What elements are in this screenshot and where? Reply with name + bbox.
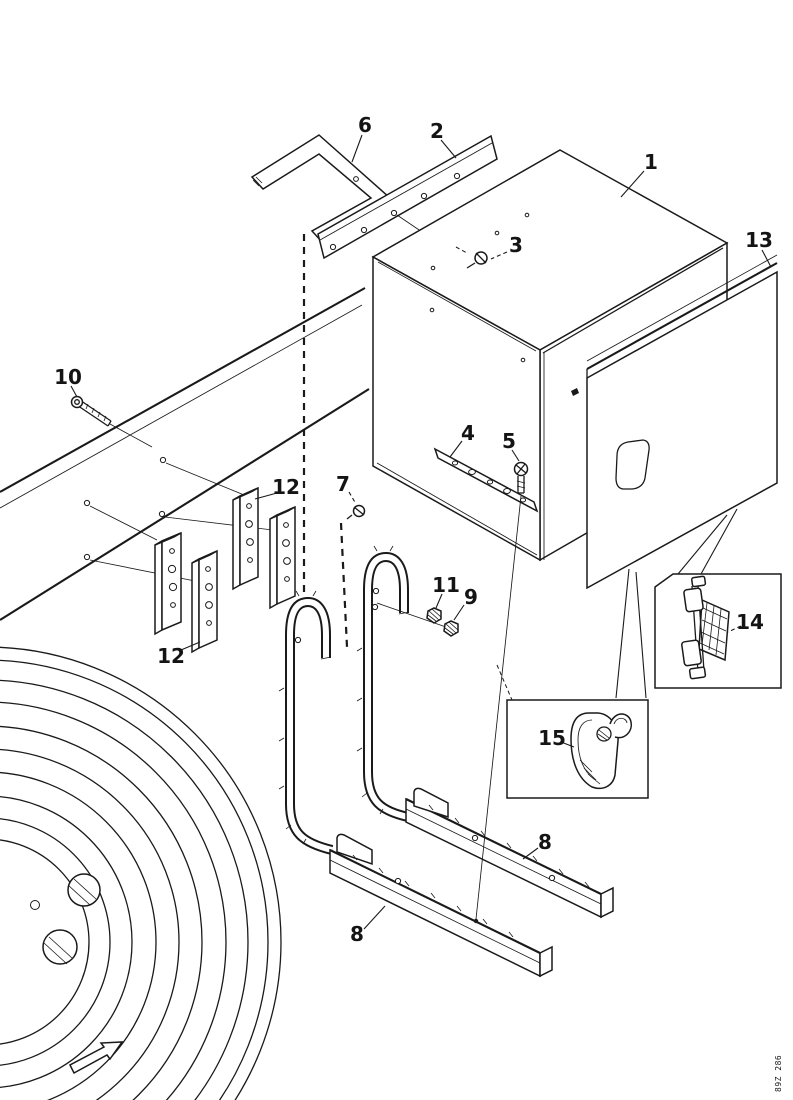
part-leader-13-3 bbox=[761, 249, 772, 268]
part-leader-12-12 bbox=[180, 641, 201, 651]
hinge-part bbox=[681, 575, 730, 680]
part-label-10-5: 10 bbox=[54, 365, 82, 389]
door-hinge-mark bbox=[571, 388, 579, 396]
alignment-line bbox=[475, 495, 522, 920]
latch-part bbox=[570, 712, 633, 790]
toolbox-door bbox=[571, 254, 778, 699]
part-leader-15-14 bbox=[560, 741, 575, 748]
part-leader-9-11 bbox=[453, 604, 465, 621]
wheel bbox=[0, 646, 282, 1100]
part-label-7-9: 7 bbox=[336, 472, 350, 496]
alignment-dashed-line bbox=[339, 522, 349, 648]
nut-9 bbox=[443, 620, 459, 637]
screw-3 bbox=[455, 246, 488, 269]
part-leader-10-5 bbox=[70, 385, 78, 398]
wheel-lug-hole bbox=[42, 929, 78, 965]
spacer-strips bbox=[154, 486, 296, 654]
part-leader-1-2 bbox=[620, 170, 645, 198]
part-label-9-11: 9 bbox=[464, 585, 478, 609]
mount-bolt bbox=[70, 395, 153, 448]
part-label-14-13: 14 bbox=[736, 610, 764, 634]
door-hand-cutout bbox=[615, 439, 650, 490]
part-label-12-8: 12 bbox=[272, 475, 300, 499]
part-leader-5-7 bbox=[511, 449, 520, 462]
part-label-3-4: 3 bbox=[509, 233, 523, 257]
nut-11 bbox=[426, 607, 442, 624]
part-label-6-0: 6 bbox=[358, 113, 372, 137]
part-leader-3-4 bbox=[490, 251, 508, 260]
hinge-detail-inset bbox=[654, 573, 782, 689]
support-channel-front bbox=[329, 833, 553, 978]
part-label-15-14: 15 bbox=[538, 726, 566, 750]
part-label-1-2: 1 bbox=[644, 150, 658, 174]
latch-detail-inset bbox=[506, 699, 649, 799]
alignment-point bbox=[473, 918, 479, 924]
part-label-4-6: 4 bbox=[461, 421, 475, 445]
part-label-8-16: 8 bbox=[350, 922, 364, 946]
direction-arrow-icon bbox=[69, 1041, 124, 1075]
part-label-5-7: 5 bbox=[502, 429, 516, 453]
mount-strip bbox=[433, 447, 539, 513]
part-label-2-1: 2 bbox=[430, 119, 444, 143]
figure-code: 89Z 286 bbox=[774, 1055, 783, 1092]
part-leader-14-13 bbox=[727, 625, 742, 633]
support-bracket-rear bbox=[356, 545, 410, 822]
wheel-small-hole bbox=[30, 900, 40, 910]
part-leader-8-15 bbox=[522, 847, 539, 860]
screw-5 bbox=[513, 461, 529, 494]
part-label-13-3: 13 bbox=[745, 228, 773, 252]
support-channel-rear bbox=[405, 787, 614, 919]
part-leader-6-0 bbox=[351, 134, 363, 163]
part-leader-8-16 bbox=[363, 905, 386, 930]
support-bracket-front bbox=[278, 590, 334, 855]
mounting-bar bbox=[317, 134, 498, 260]
part-label-8-15: 8 bbox=[538, 830, 552, 854]
frame-rail bbox=[0, 287, 370, 621]
part-leader-12-8 bbox=[254, 492, 278, 500]
part-label-12-12: 12 bbox=[157, 644, 185, 668]
screw-7 bbox=[346, 504, 366, 520]
part-leader-2-1 bbox=[440, 139, 457, 159]
part-leader-7-9 bbox=[348, 491, 357, 505]
part-leader-11-10 bbox=[435, 593, 443, 609]
wheel-lug-hole bbox=[67, 873, 101, 907]
part-label-11-10: 11 bbox=[432, 573, 460, 597]
part-leader-4-6 bbox=[449, 440, 463, 458]
